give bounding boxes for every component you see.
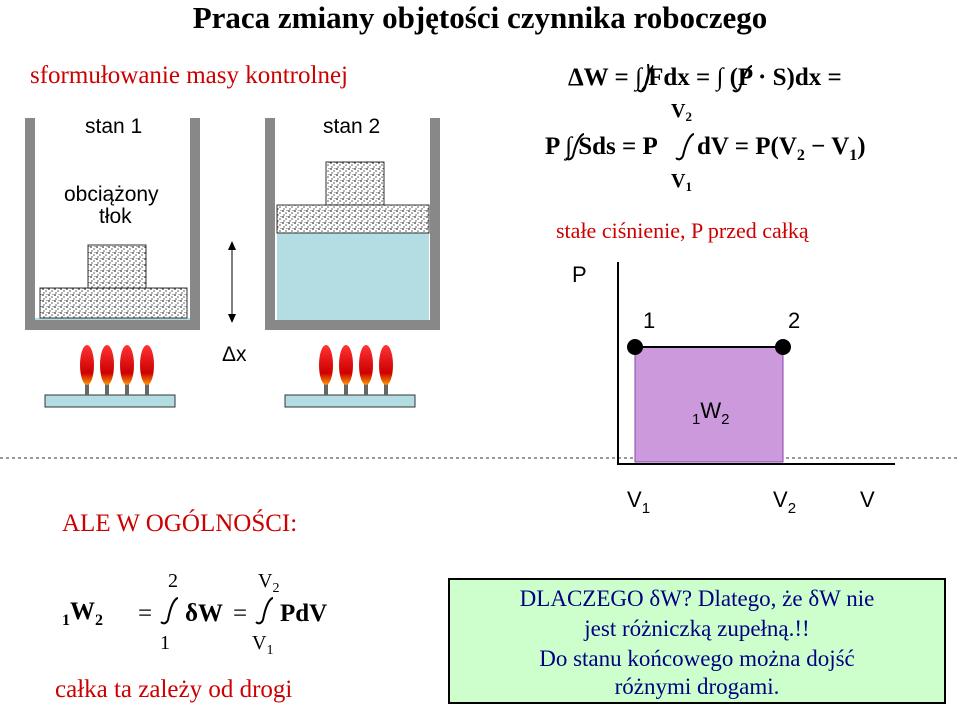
flame: [359, 345, 373, 385]
general-lhs-sub: 2: [95, 612, 103, 629]
eq2-close: ): [857, 133, 866, 160]
general-int2-lower-sub: 1: [266, 643, 274, 658]
cylinder2-left-wall: [265, 118, 275, 328]
point-2: [775, 339, 791, 355]
flame: [120, 345, 134, 385]
general-int1-upper: 2: [168, 570, 178, 592]
general-int2-lower-main: V: [252, 632, 267, 654]
flame: [100, 345, 114, 385]
general-eq1: =: [138, 600, 153, 627]
eq2-lower-limit-main: V: [671, 170, 686, 192]
explanation-line-3: Do stanu końcowego można dojść: [539, 646, 855, 671]
pv-area-label-main: W: [700, 398, 722, 423]
constant-pressure-note: stałe ciśnienie, P przed całką: [556, 218, 809, 243]
eq2-sub1: 1: [849, 147, 858, 164]
eq2-integrand: dV = P(V: [697, 133, 797, 160]
explanation-box: DLACZEGO δW? Dlatego, że δW nie jest róż…: [448, 578, 946, 704]
general-int2-upper-sub: 2: [272, 581, 280, 596]
point-1: [627, 339, 643, 355]
integral-6: [255, 597, 274, 625]
cylinder-state-2: [265, 118, 440, 330]
equation-work-volume-rhs: dV = P(V2 − V1): [697, 133, 866, 165]
pv-v1-sub: 1: [641, 500, 651, 517]
pv-area-label-sub: 2: [721, 411, 730, 428]
weight1: [87, 244, 147, 289]
cylinder-state-1: [25, 118, 200, 330]
general-lhs-pre: 1: [62, 612, 70, 629]
integral-signs: [160, 63, 753, 625]
pv-area-label: 1W2: [692, 398, 729, 428]
explanation-line-4: różnymi drogami.: [614, 674, 780, 699]
subtitle: sformułowanie masy kontrolnej: [30, 62, 348, 89]
piston-label-line2: tłok: [99, 205, 132, 228]
eq2-upper-limit-main: V: [671, 100, 686, 122]
general-int1-body: δW: [185, 600, 223, 627]
pv-v2-label: V2: [773, 487, 796, 517]
pv-area-label-pre: 1: [692, 411, 701, 428]
integral-3: [565, 133, 585, 161]
delta-x-label: Δx: [222, 343, 247, 366]
equation-work-force: ΔW = ∫ Fdx = ∫ (P · S)dx =: [568, 64, 842, 91]
state1-label: stan 1: [85, 115, 143, 138]
pv-v2-main: V: [773, 487, 788, 512]
flame: [80, 345, 94, 385]
pv-v1-main: V: [627, 487, 642, 512]
general-int2-body: PdV: [280, 600, 328, 627]
pv-y-axis-label: P: [572, 262, 587, 287]
integral-2: [732, 65, 753, 93]
pv-point1-label: 1: [643, 308, 656, 333]
general-int1-lower: 1: [160, 632, 170, 654]
explanation-line-1: DLACZEGO δW? Dlatego, że δW nie: [519, 586, 875, 611]
burner-left: [44, 345, 176, 408]
general-lhs: 1W2: [62, 598, 103, 630]
explanation-line-2: jest różniczką zupełną.!!: [584, 616, 810, 641]
cylinder1-left-wall: [25, 118, 35, 328]
eq2-minus: − V: [804, 133, 850, 160]
path-dependence-note: całka ta zależy od drogi: [55, 676, 293, 703]
general-heading: ALE W OGÓLNOŚCI:: [62, 510, 298, 537]
pv-v1-label: V1: [627, 487, 650, 517]
piston2: [276, 204, 430, 234]
general-lhs-main: W: [70, 598, 95, 625]
general-eq2: =: [233, 600, 248, 627]
cylinder1-right-wall: [190, 118, 200, 328]
cylinder1-gas: [35, 318, 190, 320]
burner-right: [284, 345, 416, 408]
pv-point2-label: 2: [788, 308, 801, 333]
flame: [140, 345, 154, 385]
pv-area: [634, 346, 784, 463]
page-title: Praca zmiany objętości czynnika roboczeg…: [192, 0, 768, 35]
flame: [319, 345, 333, 385]
integral-5: [160, 597, 179, 625]
piston1: [39, 287, 188, 319]
general-int2-upper: V2: [258, 570, 279, 597]
equation-work-volume-lhs: P ∫ Sds = P: [545, 133, 658, 160]
general-int2-upper-main: V: [258, 570, 273, 592]
piston-label-line1: obciążony: [64, 183, 159, 206]
cylinder1-bottom: [25, 320, 200, 330]
pv-chart: [617, 262, 895, 465]
flame: [339, 345, 353, 385]
cylinder2-bottom: [265, 320, 440, 330]
pv-x-axis-label: V: [860, 487, 875, 512]
weight2: [325, 161, 385, 206]
eq2-upper-limit: V2: [671, 100, 692, 125]
flame: [379, 345, 393, 385]
delta-x-arrow: [228, 241, 236, 323]
eq2-sub2: 2: [796, 147, 805, 164]
eq2-lower-limit: V1: [671, 170, 692, 195]
cylinder2-right-wall: [430, 118, 440, 328]
eq2-lower-limit-sub: 1: [685, 179, 692, 194]
state2-label: stan 2: [323, 115, 381, 138]
pv-v2-sub: 2: [787, 500, 797, 517]
general-int2-lower: V1: [252, 632, 273, 659]
eq2-upper-limit-sub: 2: [685, 109, 692, 124]
cylinder2-gas: [277, 232, 429, 320]
integral-4: [675, 133, 695, 161]
